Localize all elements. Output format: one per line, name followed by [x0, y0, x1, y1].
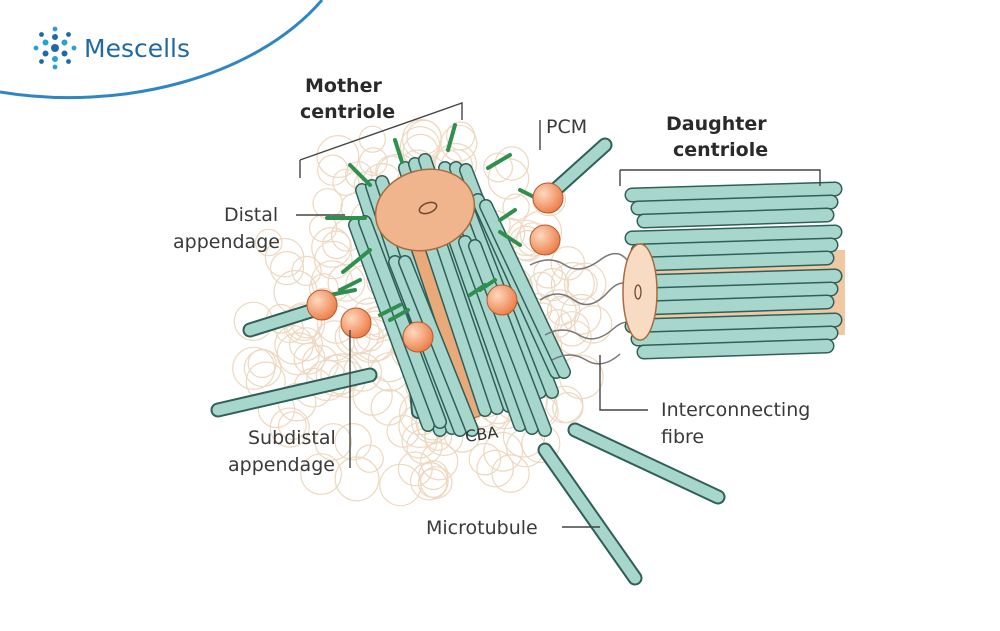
- mescells-logo-icon: [33, 26, 77, 70]
- interconnecting-fibre-label-line1: Interconnecting: [661, 399, 810, 421]
- pcm-blob: [327, 263, 366, 302]
- pcm-blob: [546, 295, 577, 326]
- pcm-blob: [322, 230, 351, 260]
- microtubule-label: Microtubule: [426, 517, 538, 539]
- brand-header: Mescells: [0, 0, 324, 100]
- daughter-centriole-label-line1: Daughter: [666, 113, 767, 135]
- pcm-blob: [535, 268, 570, 302]
- distal-appendage-label-line2: appendage: [173, 231, 280, 253]
- brand-arc: [0, 0, 324, 100]
- pcm-blob: [409, 461, 449, 501]
- interconnecting-fibre-label-line2: fibre: [661, 426, 704, 448]
- pcm-blob: [401, 422, 438, 459]
- pcm-blob: [359, 147, 388, 177]
- daughter-centriole-label-line2: centriole: [673, 139, 768, 161]
- pcm-blob: [573, 305, 613, 344]
- distal-appendage-label-line1: Distal: [224, 204, 278, 226]
- pcm-blob: [420, 442, 459, 481]
- pcm-blob: [552, 392, 584, 424]
- pcm-blob: [355, 444, 384, 473]
- pcm-blob: [311, 226, 352, 268]
- daughter-centriole-lumen: [622, 243, 658, 341]
- pcm-blob: [343, 352, 383, 392]
- pcm-blob: [502, 193, 530, 221]
- pcm-blob: [468, 442, 502, 476]
- pcm-blob: [476, 449, 515, 488]
- daughter-centriole: [622, 181, 845, 360]
- pcm-blob: [332, 168, 360, 196]
- pcm-blob: [483, 152, 514, 183]
- pcm-blob: [274, 325, 314, 365]
- pcm-blob: [312, 188, 343, 219]
- pcm-blob: [483, 431, 524, 472]
- pcm-blob: [269, 251, 305, 286]
- mother-centriole-lumen-top: [374, 168, 476, 252]
- triplet-letters: CBA: [464, 423, 499, 446]
- pcm-blob: [334, 456, 380, 502]
- subdistal-appendage-heads: [306, 182, 564, 353]
- pcm-blob: [313, 320, 355, 362]
- pcm-blob: [379, 463, 422, 507]
- pcm-blob: [289, 327, 324, 362]
- daughter-triplet-microtubules: [624, 181, 843, 360]
- pcm-blob: [264, 237, 305, 278]
- pcm-blob: [417, 468, 448, 498]
- subdistal-appendage-label-line1: Subdistal: [248, 427, 336, 449]
- pcm-blob: [278, 411, 307, 441]
- pcm-blob: [487, 158, 530, 200]
- pcm-blob: [334, 423, 372, 461]
- mother-centriole-label-line1: Mother: [305, 75, 382, 97]
- pcm-blob: [370, 388, 408, 426]
- labels: Mother centriole Daughter centriole PCM …: [173, 75, 810, 539]
- pcm-label: PCM: [546, 116, 587, 138]
- pcm-blob: [397, 451, 433, 487]
- pcm-blob: [300, 453, 343, 496]
- brand-name: Mescells: [84, 34, 190, 63]
- distal-appendages: [325, 123, 542, 322]
- pcm-blob: [560, 293, 602, 335]
- pcm-blob: [316, 135, 360, 179]
- mother-centriole-label-line2: centriole: [300, 101, 395, 123]
- pcm-blob: [313, 240, 353, 280]
- subdistal-appendage-label-line2: appendage: [228, 454, 335, 476]
- pcm-blob: [550, 262, 595, 307]
- pcm-blob: [446, 121, 476, 151]
- pcm-blob: [247, 348, 277, 379]
- pcm-blob: [418, 460, 449, 491]
- pcm-blob: [269, 407, 310, 448]
- pcm-blob: [314, 423, 353, 461]
- pcm-blob: [232, 346, 276, 390]
- leader-lines: [296, 102, 821, 528]
- pcm-blob: [254, 228, 283, 257]
